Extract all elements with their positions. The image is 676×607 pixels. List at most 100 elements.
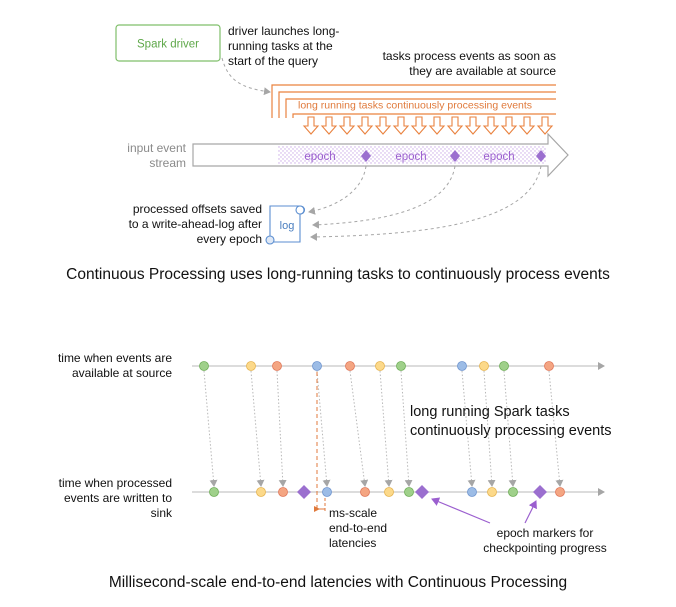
task-line-1 (271, 84, 556, 118)
tasks-label-line-2: continuously processing events (410, 423, 612, 439)
source-event-11 (544, 361, 554, 371)
event-connector-5 (349, 370, 369, 487)
sink-event-3 (278, 487, 288, 497)
input-stream-label-line-2: stream (149, 156, 186, 170)
epoch-marker-2 (450, 150, 460, 162)
source-event-10 (499, 361, 509, 371)
epoch-note-line-1: epoch markers for (497, 526, 594, 540)
sink-event-7 (404, 487, 414, 497)
checkpoint-arrow-1 (308, 165, 367, 215)
tasks-note-line-2: they are available at source (409, 64, 556, 78)
input-event-stream (192, 132, 569, 178)
sink-event-1 (209, 487, 219, 497)
offsets-note-line-1: processed offsets saved (133, 202, 262, 216)
epoch-marker-1 (361, 150, 371, 162)
task-down-arrow-11 (482, 116, 500, 135)
source-event-7 (396, 361, 406, 371)
driver-note-line-2: running tasks at the (228, 39, 333, 53)
stream-events-fill (278, 146, 546, 164)
source-event-8 (457, 361, 467, 371)
checkpoint-arrow-2 (312, 165, 456, 229)
latency-marker (314, 372, 326, 512)
task-down-arrow-14 (536, 116, 554, 135)
sink-epoch-marker-3 (533, 485, 547, 499)
sink-events (209, 487, 565, 497)
task-down-arrow-1 (302, 116, 320, 135)
sink-label-line-3: sink (151, 506, 173, 520)
write-ahead-log-icon: log (265, 205, 306, 245)
sink-epoch-marker-1 (297, 485, 311, 499)
offsets-note-line-2: to a write-ahead-log after (129, 217, 262, 231)
task-down-arrow-8 (428, 116, 446, 135)
tasks-note: tasks process events as soon as they are… (383, 49, 557, 78)
task-down-arrow-7 (410, 116, 428, 135)
task-down-arrow-5 (374, 116, 392, 135)
sink-epoch-marker-2 (415, 485, 429, 499)
sink-event-8 (467, 487, 477, 497)
epoch-label-2: epoch (395, 151, 426, 163)
task-down-arrow-4 (356, 116, 374, 135)
source-events (199, 361, 554, 371)
task-down-arrow-12 (500, 116, 518, 135)
source-event-4 (312, 361, 322, 371)
epoch-label-1: epoch (304, 151, 335, 163)
epoch-markers (361, 150, 546, 162)
task-down-arrow-10 (464, 116, 482, 135)
source-event-9 (479, 361, 489, 371)
sink-event-4 (322, 487, 332, 497)
tasks-note-line-1: tasks process events as soon as (383, 49, 556, 63)
spark-driver-box: Spark driver (115, 24, 221, 62)
epoch-note-arrow-1 (431, 497, 491, 524)
epoch-label-3: epoch (483, 151, 514, 163)
event-connector-6 (379, 370, 393, 487)
event-connector-7 (400, 370, 413, 487)
event-connector-2 (250, 370, 265, 487)
sink-label-line-1: time when processed (59, 476, 172, 490)
event-connector-4 (316, 370, 331, 487)
source-event-1 (199, 361, 209, 371)
latency-label-line-3: latencies (329, 536, 376, 550)
long-running-tasks (271, 84, 556, 118)
checkpoint-arrow-3 (310, 165, 542, 241)
event-connectors (203, 370, 564, 487)
driver-note-line-3: start of the query (228, 54, 318, 68)
sink-event-11 (555, 487, 565, 497)
driver-note-line-1: driver launches long- (228, 24, 339, 38)
task-line-2 (278, 91, 556, 118)
driver-launch-arrow (221, 57, 271, 96)
sink-event-9 (487, 487, 497, 497)
driver-note: driver launches long- running tasks at t… (228, 24, 339, 68)
long-running-tasks-label: long running tasks continuously processi… (298, 100, 532, 112)
epoch-marker-3 (536, 150, 546, 162)
offsets-note: processed offsets saved to a write-ahead… (129, 202, 262, 246)
bottom-caption: Millisecond-scale end-to-end latencies w… (109, 574, 567, 591)
offsets-note-line-3: every epoch (197, 232, 262, 246)
source-event-3 (272, 361, 282, 371)
task-down-arrow-13 (518, 116, 536, 135)
source-label-line-2: available at source (72, 366, 172, 380)
epoch-note-line-2: checkpointing progress (483, 541, 606, 555)
checkpoint-arrows (308, 165, 542, 241)
task-down-arrow-3 (338, 116, 356, 135)
sink-event-5 (360, 487, 370, 497)
spark-driver-label: Spark driver (137, 39, 199, 51)
top-caption: Continuous Processing uses long-running … (66, 266, 610, 283)
input-stream-label-line-1: input event (127, 141, 186, 155)
sink-event-10 (508, 487, 518, 497)
sink-event-2 (256, 487, 266, 497)
task-down-arrow-6 (392, 116, 410, 135)
tasks-label-line-1: long running Spark tasks (410, 404, 570, 420)
task-down-arrow-2 (320, 116, 338, 135)
source-label-line-1: time when events are (58, 351, 172, 365)
epoch-note-arrow-2 (524, 500, 537, 524)
epoch-labels: epoch epoch epoch (304, 151, 514, 163)
event-connector-3 (276, 370, 287, 487)
source-event-2 (246, 361, 256, 371)
log-label: log (280, 220, 295, 232)
latency-label-line-1: ms-scale (329, 506, 377, 520)
task-down-arrow-9 (446, 116, 464, 135)
task-line-3 (285, 98, 556, 118)
task-line-4 (292, 113, 556, 118)
latency-label-line-2: end-to-end (329, 521, 387, 535)
